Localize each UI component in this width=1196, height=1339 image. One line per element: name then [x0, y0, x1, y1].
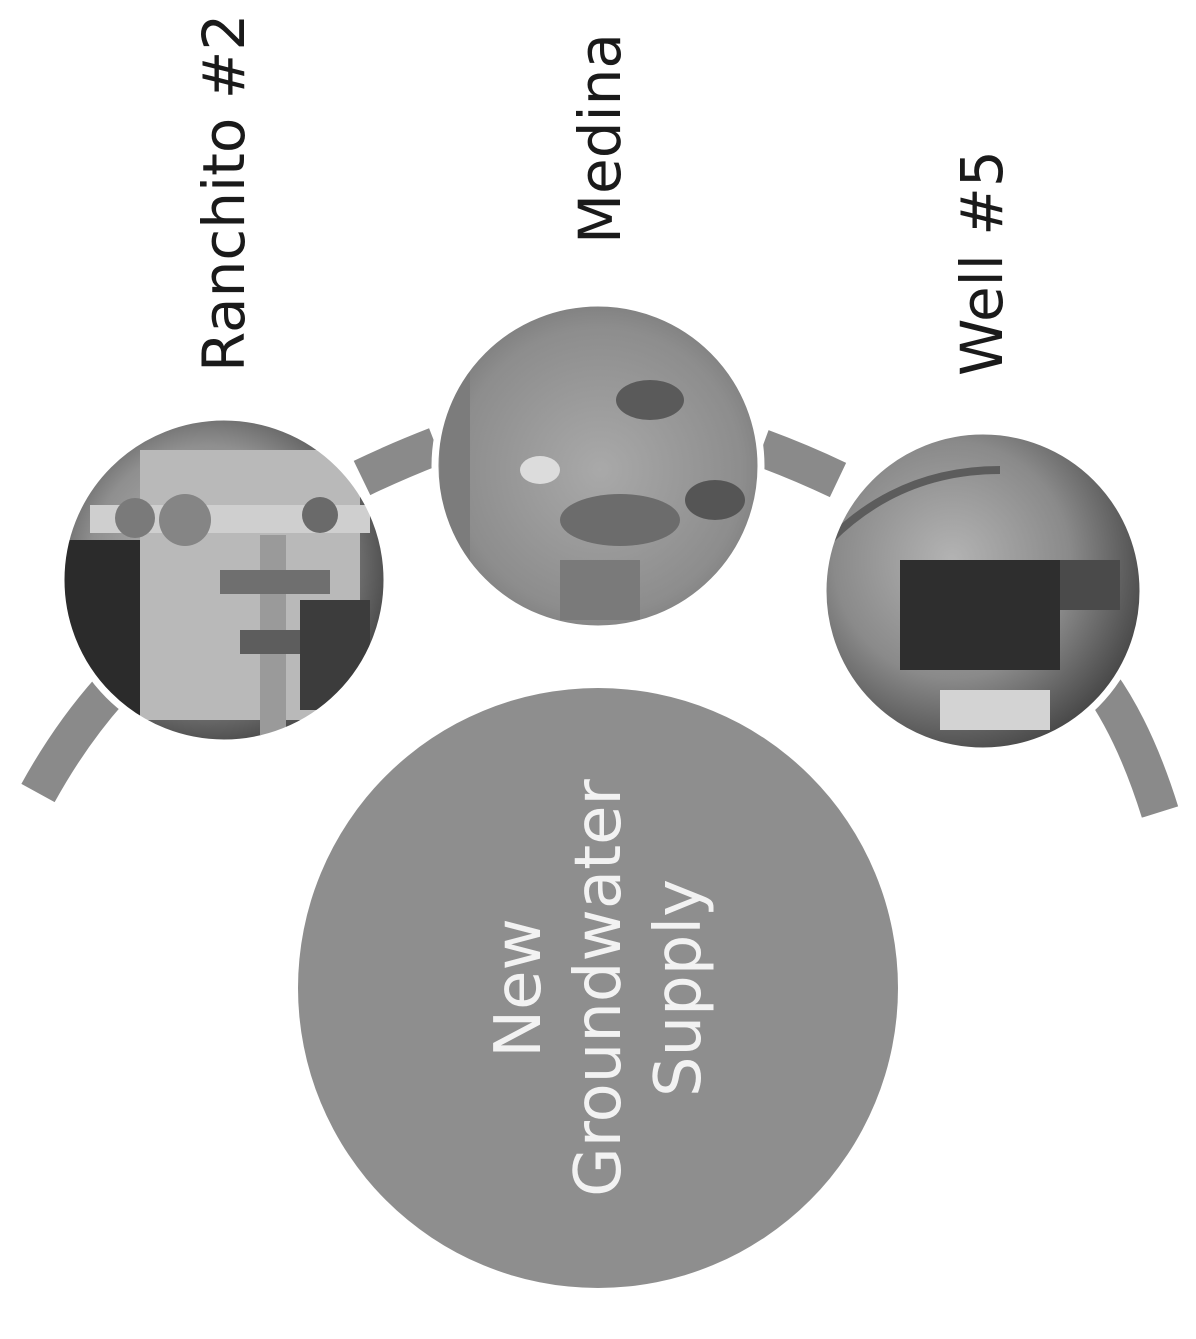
arc-segment-right-outer [1084, 671, 1179, 818]
center-line-1: New [482, 918, 556, 1058]
source-node-ranchito: Ranchito #2 [57, 14, 391, 747]
center-node: New Groundwater Supply [298, 688, 898, 1288]
center-line-2: Groundwater [562, 778, 636, 1196]
trench-excavation-photo [823, 431, 1143, 751]
source-node-medina: Medina [431, 33, 765, 633]
source-label-medina: Medina [566, 33, 634, 244]
center-circle [298, 688, 898, 1288]
arc-segment-right-inner [755, 430, 847, 498]
arc-segment-left-inner [353, 428, 443, 496]
photo-frame-1 [57, 413, 391, 747]
photo-frame-3 [819, 427, 1147, 755]
photo-frame-2 [431, 299, 765, 633]
source-node-well5: Well #5 [819, 150, 1147, 755]
source-label-ranchito: Ranchito #2 [190, 14, 258, 372]
center-line-3: Supply [642, 879, 716, 1097]
arc-segment-left-outer [21, 677, 125, 803]
source-label-well5: Well #5 [948, 150, 1016, 376]
